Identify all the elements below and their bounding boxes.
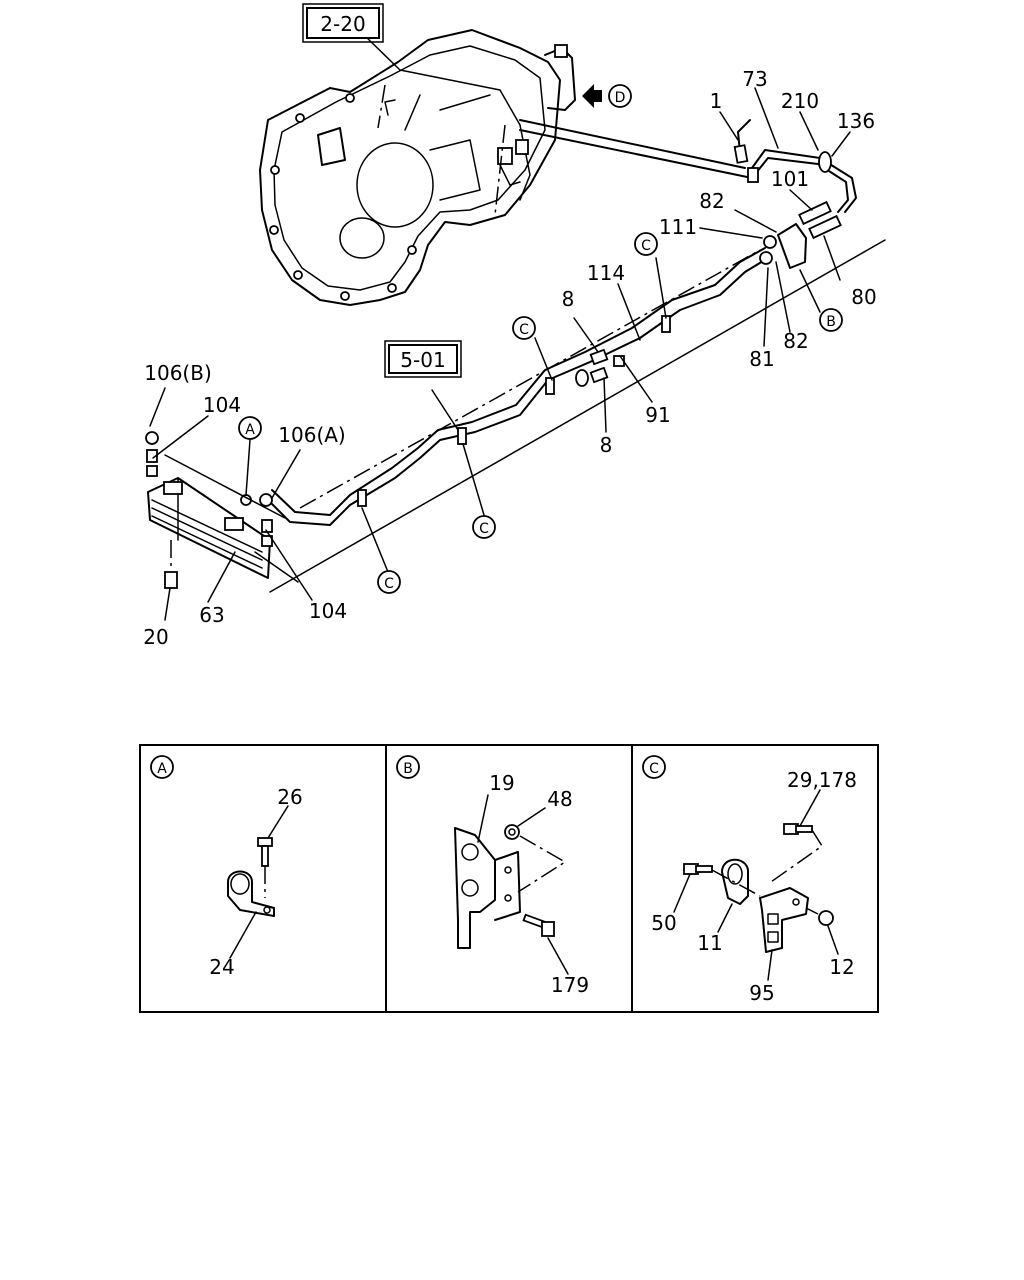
ref-2-20-text: 2-20 <box>320 12 365 36</box>
callout-91: 91 <box>645 403 670 427</box>
panel-a-mark: A <box>157 761 167 777</box>
callout-106a: 106(A) <box>278 423 345 447</box>
callout-106b: 106(B) <box>144 361 212 385</box>
ref-box-5-01: 5-01 <box>384 340 462 378</box>
callout-1: 1 <box>710 89 723 113</box>
svg-text:D: D <box>615 90 626 106</box>
callout-104-lower: 104 <box>309 599 347 623</box>
panel-c: C 29,178 50 11 12 <box>642 755 857 1005</box>
panel-c-29-178: 29,178 <box>787 768 857 792</box>
svg-text:C: C <box>479 521 489 537</box>
callout-20: 20 <box>143 625 168 649</box>
panel-c-95: 95 <box>749 981 774 1005</box>
panel-c-12: 12 <box>829 955 854 979</box>
panel-c-50: 50 <box>651 911 676 935</box>
panel-b-179: 179 <box>551 973 589 997</box>
svg-text:B: B <box>826 314 836 330</box>
oil-pipe-upper <box>519 119 857 213</box>
callout-8-upper: 8 <box>562 287 575 311</box>
panel-a-24: 24 <box>209 955 234 979</box>
view-marks: D C C C C B A <box>238 84 843 594</box>
bracket-b-assembly <box>759 200 842 269</box>
callout-114: 114 <box>587 261 625 285</box>
callout-136: 136 <box>837 109 875 133</box>
view-d-arrow <box>582 84 602 108</box>
callout-111: 111 <box>659 215 697 239</box>
svg-text:A: A <box>245 422 255 438</box>
svg-text:C: C <box>519 322 529 338</box>
callout-81: 81 <box>749 347 774 371</box>
panel-b-19: 19 <box>489 771 514 795</box>
mark-c-1: C <box>634 232 658 256</box>
callout-104-upper: 104 <box>203 393 241 417</box>
mark-c-4: C <box>377 570 401 594</box>
oil-pipe-long <box>267 247 769 526</box>
callout-210: 210 <box>781 89 819 113</box>
panel-a: A 26 24 <box>150 755 303 979</box>
callout-73: 73 <box>742 67 767 91</box>
panel-b-48: 48 <box>547 787 572 811</box>
mark-d: D <box>608 84 632 108</box>
panel-c-mark: C <box>649 761 659 777</box>
panel-c-11: 11 <box>697 931 722 955</box>
svg-text:C: C <box>641 238 651 254</box>
leader-lines <box>149 35 851 621</box>
panel-b: B 19 48 179 <box>396 755 589 997</box>
mark-a: A <box>238 416 262 440</box>
callout-63: 63 <box>199 603 224 627</box>
callouts: 73 1 210 136 101 82 111 114 80 8 82 81 9… <box>143 67 876 649</box>
transmission-housing <box>259 29 576 306</box>
mark-b: B <box>819 308 843 332</box>
mark-c-2: C <box>512 316 536 340</box>
detail-panels: A 26 24 B <box>139 744 879 1013</box>
callout-8-lower: 8 <box>600 433 613 457</box>
panel-b-mark: B <box>403 761 413 777</box>
callout-101: 101 <box>771 167 809 191</box>
panel-a-26: 26 <box>277 785 302 809</box>
callout-82-upper: 82 <box>699 189 724 213</box>
callout-82-lower: 82 <box>783 329 808 353</box>
svg-text:C: C <box>384 576 394 592</box>
callout-80: 80 <box>851 285 876 309</box>
ref-5-01-text: 5-01 <box>400 348 445 372</box>
mark-c-3: C <box>472 515 496 539</box>
ref-box-2-20: 2-20 <box>302 3 384 43</box>
oil-cooler <box>145 431 273 589</box>
